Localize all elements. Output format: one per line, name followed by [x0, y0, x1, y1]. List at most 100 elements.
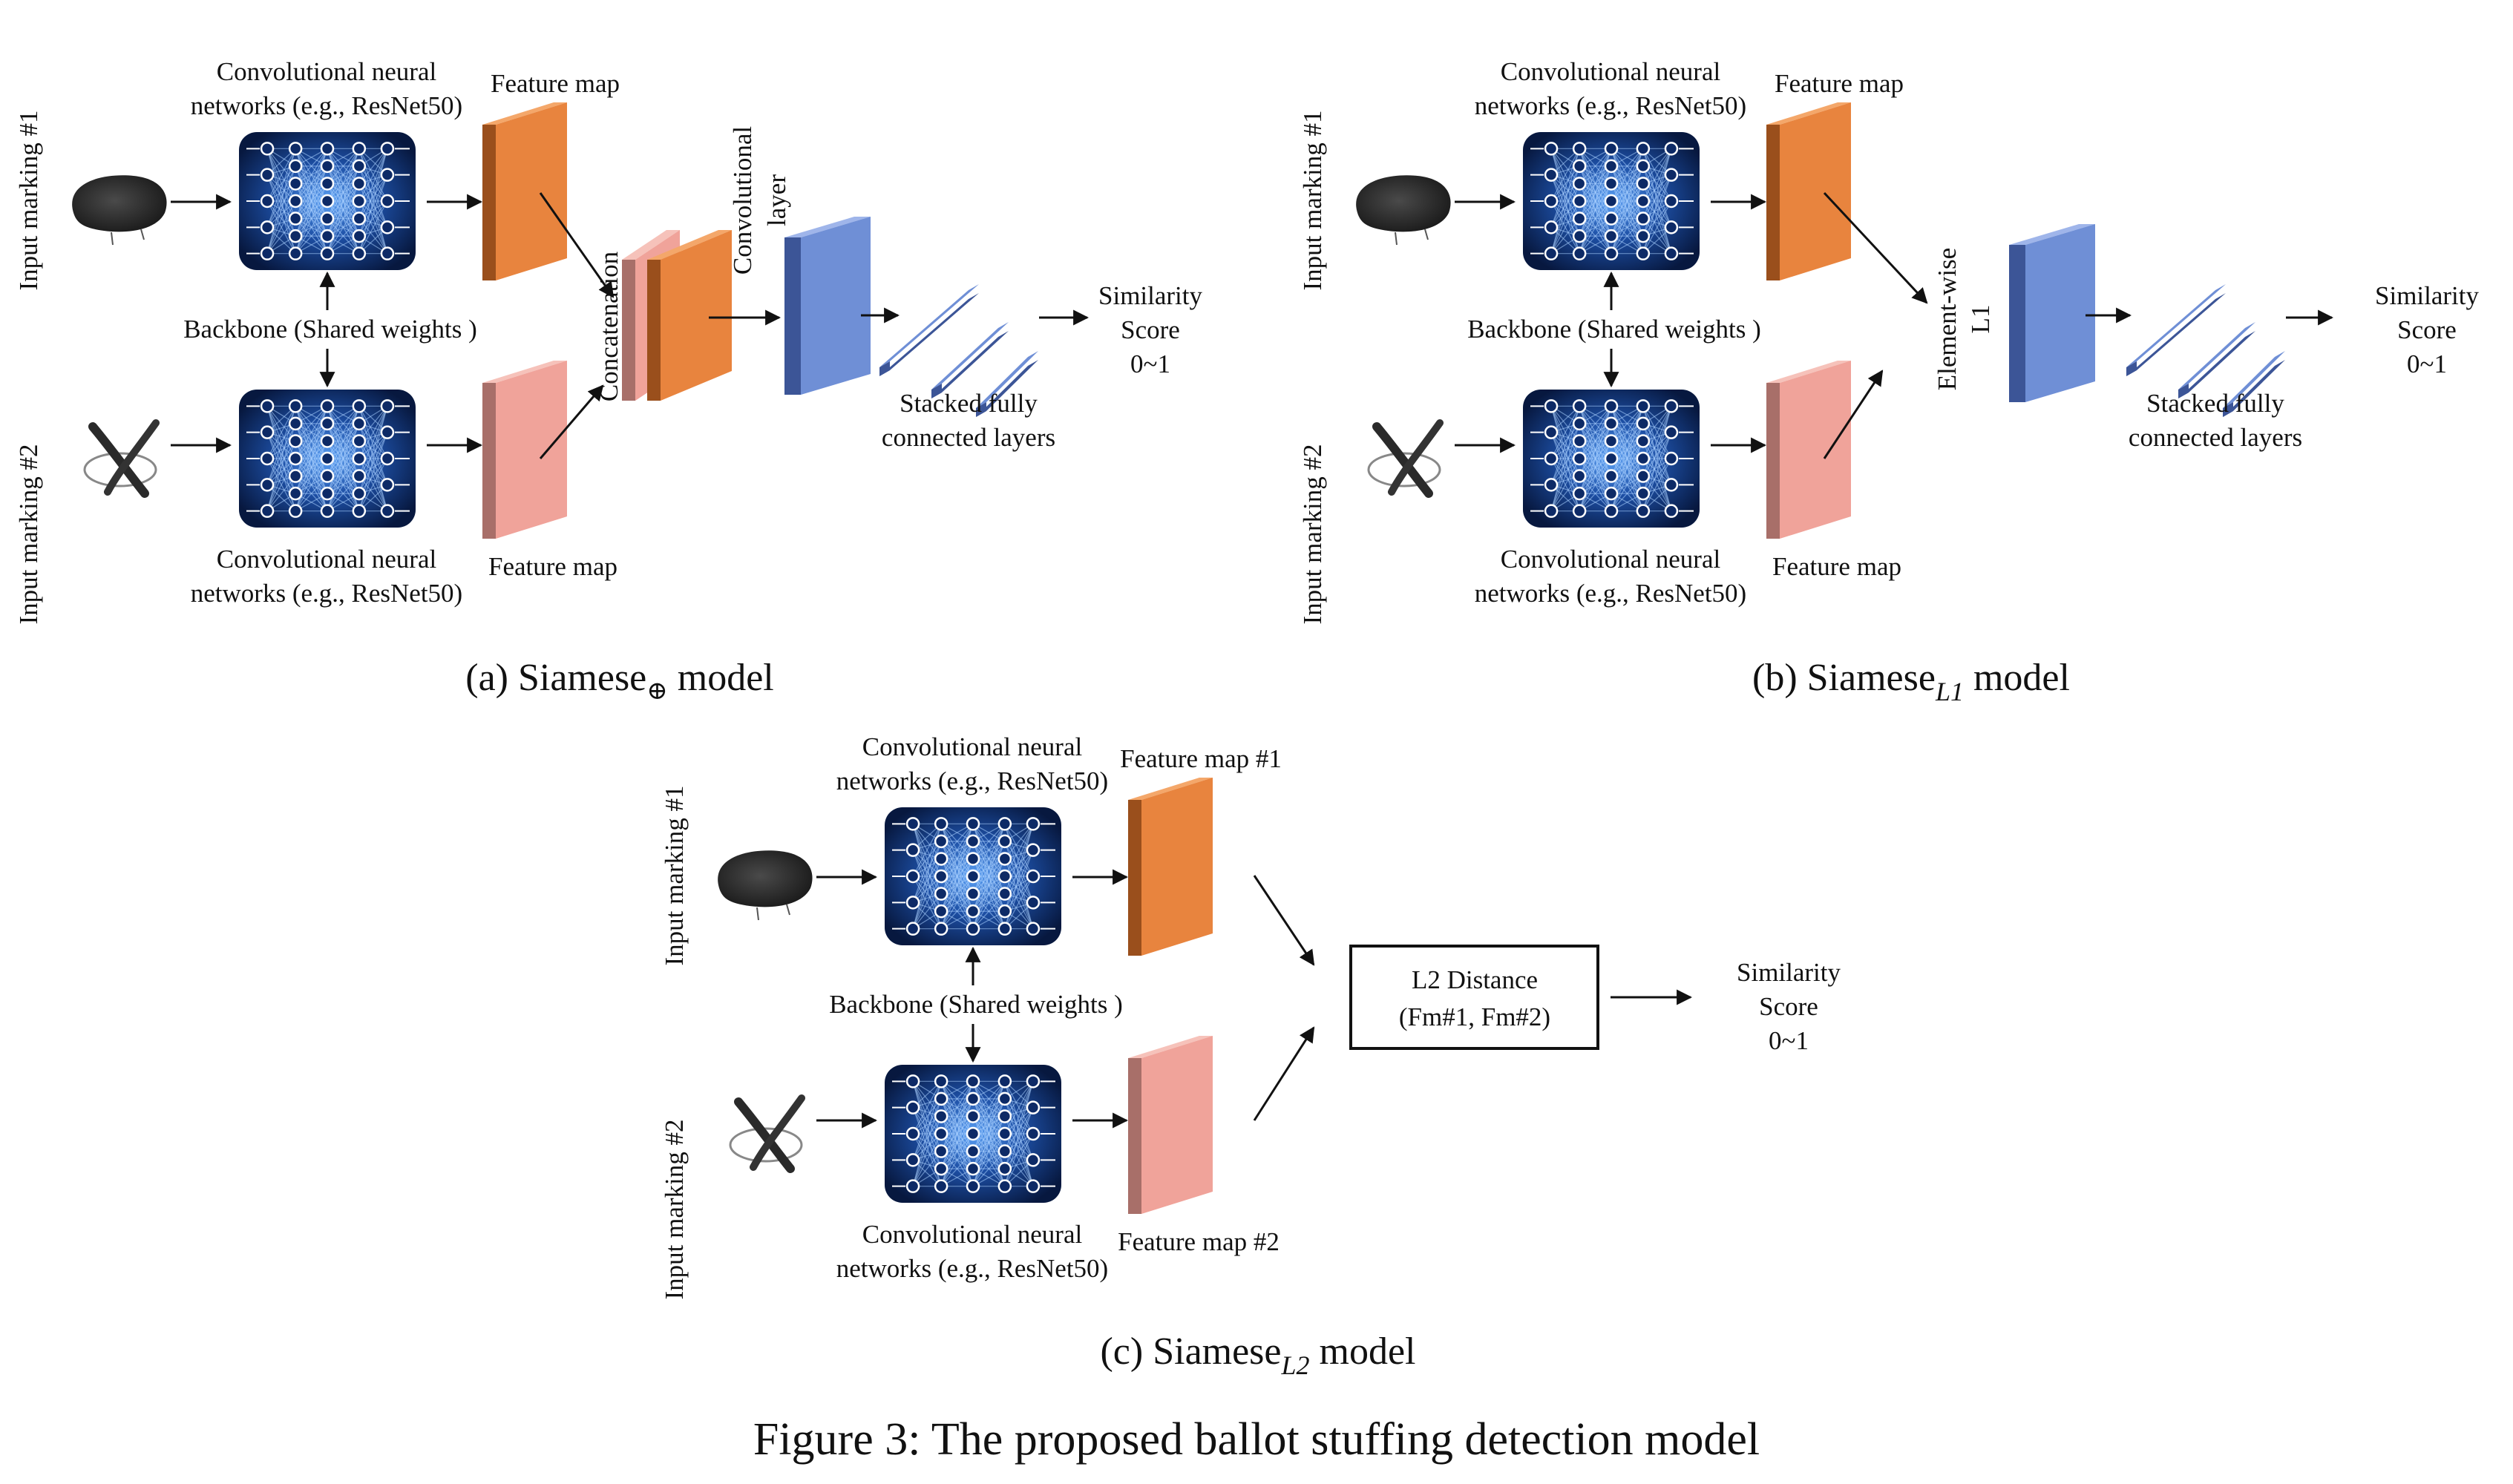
- panel-c-cnn-top-neural-network-icon: [885, 807, 1061, 945]
- panel-c-caption-suffix: model: [1310, 1330, 1416, 1373]
- panel-c-feature-map-bottom-side: [1128, 1058, 1141, 1214]
- panel-c-feature-map-top-side: [1128, 800, 1141, 956]
- panel-a-caption-suffix: model: [668, 657, 774, 699]
- panel-c-input1-oval-blob-icon: [718, 850, 813, 921]
- panel-b-feature-map-top-side: [1766, 125, 1780, 280]
- panel-a-fc-layers-bar-3-end: [976, 402, 986, 417]
- panel-a-feature-map-top-side: [482, 125, 496, 280]
- panel-a-concat-orange-top: [647, 230, 732, 260]
- panel-c-feature-map-top: [1128, 778, 1213, 956]
- panel-c-caption-sub: L2: [1281, 1350, 1310, 1380]
- panel-a-concat-pink-side: [622, 260, 635, 401]
- panel-a-input2-label: Input marking #2: [14, 444, 43, 624]
- panel-a-cnn-bottom-neural-network-icon: [239, 390, 416, 528]
- panel-c-feature-map-top-label: Feature map #1: [1120, 744, 1282, 773]
- panel-b-feature-map-bottom: [1766, 361, 1851, 539]
- panel-a-feature-map-bottom: [482, 361, 567, 539]
- panel-a-feature-map-bottom-label: Feature map: [488, 552, 617, 581]
- panel-a-arrow-fm1-concat: [539, 192, 615, 298]
- panel-c-caption: (c) SiameseL2 model: [1100, 1330, 1415, 1380]
- panel-a-fc-layers-bar-3-side: [976, 360, 1038, 417]
- panel-a-cnn-top-label-line-2: networks (e.g., ResNet50): [191, 91, 462, 120]
- panel-b-fc-layers-bar-2-front: [2178, 322, 2255, 390]
- panel-a-backbone-label: Backbone (Shared weights ): [183, 315, 477, 344]
- panel-a-fc-layers-bar-2-end: [931, 384, 942, 398]
- panel-a-fc-layers-bar-1-front: [879, 284, 979, 367]
- panel-a-output-label-line-3: 0~1: [1130, 349, 1170, 378]
- panel-b-feature-map-top: [1766, 102, 1851, 280]
- panel-c-backbone-label: Backbone (Shared weights ): [829, 990, 1123, 1019]
- panel-a-input2-x-mark-icon: [83, 419, 160, 498]
- panel-b-input1-oval-blob-icon-shape: [1356, 175, 1451, 232]
- panel-a-concat-orange: [647, 230, 732, 401]
- panel-a-output-label-line-2: Score: [1121, 315, 1180, 344]
- panel-b-cnn-bottom-label-line-1: Convolutional neural: [1501, 545, 1721, 574]
- panel-a-conv-layer-label-line-2: layer: [762, 174, 791, 226]
- panel-c-cnn-bottom-label-line-1: Convolutional neural: [862, 1220, 1083, 1249]
- panel-c-output-label-line-2: Score: [1759, 992, 1818, 1021]
- panel-b-fc-layers-bar-1-front: [2126, 284, 2226, 367]
- panel-b-conv-layer-top: [2009, 224, 2095, 245]
- panel-c-feature-map-top-top: [1128, 778, 1213, 800]
- panel-a-conv-layer-top: [784, 217, 871, 237]
- panel-b-feature-map-bottom-top: [1766, 361, 1851, 383]
- panel-a-fc-layers-bar-1-side: [879, 293, 979, 376]
- panel-b-conv-layer-front: [2025, 224, 2095, 402]
- panel-a-fc-layers-bar-3-front: [976, 351, 1038, 408]
- panel-b-output-label-line-3: 0~1: [2407, 349, 2447, 378]
- panel-b-fc-layers-bar-2-side: [2178, 331, 2255, 398]
- panel-b-input1-label: Input marking #1: [1298, 110, 1327, 290]
- panel-c-arrow-fm1-distance: [1253, 875, 1315, 966]
- panel-b-arrow-fm2-elementwise: [1823, 370, 1884, 459]
- panel-b-fc-layers-bar-2-end: [2178, 384, 2189, 398]
- panel-b-fc-label-line-1: Stacked fully: [2146, 389, 2284, 418]
- panel-c-caption-prefix: (c) Siamese: [1100, 1330, 1281, 1373]
- panel-b-fc-layers-bar-3-side: [2223, 360, 2285, 417]
- panel-a-concat-label: Concatenation: [594, 252, 623, 401]
- panel-c-cnn-top-label-line-1: Convolutional neural: [862, 732, 1083, 761]
- panel-b-input1-oval-blob-icon: [1356, 175, 1451, 246]
- panel-a-fc-layers-bar-2-front: [931, 322, 1009, 390]
- panel-a-arrow-fm2-concat: [539, 384, 604, 459]
- panel-b-backbone-label: Backbone (Shared weights ): [1467, 315, 1761, 344]
- panel-b-caption-sub: L1: [1935, 677, 1964, 706]
- panel-a-concat-orange-side: [647, 260, 661, 401]
- panel-c-arrow-fm2-distance: [1253, 1026, 1315, 1121]
- panel-c-cnn-top-label-line-2: networks (e.g., ResNet50): [836, 766, 1108, 795]
- panel-b-feature-map-top-front: [1780, 102, 1851, 280]
- panel-a-caption: (a) Siamese⊕ model: [465, 657, 774, 705]
- panel-b-feature-map-top-top: [1766, 102, 1851, 125]
- panel-b-cnn-top-label-line-1: Convolutional neural: [1501, 57, 1721, 86]
- panel-b-cnn-top-label-line-2: networks (e.g., ResNet50): [1475, 91, 1746, 120]
- panel-a-feature-map-top-front: [496, 102, 567, 280]
- panel-c-feature-map-bottom-top: [1128, 1036, 1213, 1058]
- panel-a-cnn-bottom-label-line-1: Convolutional neural: [217, 545, 437, 574]
- panel-b-cnn-top-neural-network-icon: [1523, 132, 1700, 270]
- panel-c-distance-label-line-1: L2 Distance: [1412, 965, 1538, 994]
- panel-a-feature-map-bottom-top: [482, 361, 567, 383]
- panel-a-fc-layers: [879, 284, 1038, 417]
- panel-b-fc-layers-bar-3-end: [2223, 402, 2233, 417]
- panel-a-cnn-top-neural-network-icon: [239, 132, 416, 270]
- panel-c-distance-label-line-2: (Fm#1, Fm#2): [1399, 1002, 1550, 1031]
- panel-c-cnn-bottom-neural-network-icon: [885, 1065, 1061, 1203]
- panel-c-output-label-line-1: Similarity: [1737, 958, 1841, 987]
- panel-c-input1-label: Input marking #1: [660, 785, 689, 965]
- panel-a-fc-layers-bar-2-side: [931, 331, 1009, 398]
- panel-b-cnn-bottom-neural-network-icon: [1523, 390, 1700, 528]
- panel-a-fc-label-line-2: connected layers: [882, 423, 1055, 452]
- panel-a-output-label-line-1: Similarity: [1098, 281, 1203, 310]
- panel-b-elementwise-label-line-2: L1: [1966, 305, 1995, 334]
- panel-a-feature-map-top-top: [482, 102, 567, 125]
- panel-b-feature-map-bottom-front: [1780, 361, 1851, 539]
- panel-a-cnn-bottom-label-line-2: networks (e.g., ResNet50): [191, 579, 462, 608]
- panel-a-caption-prefix: (a) Siamese: [465, 657, 646, 699]
- panel-b-fc-layers-bar-3-front: [2223, 351, 2285, 408]
- panel-c-cnn-bottom-label-line-2: networks (e.g., ResNet50): [836, 1254, 1108, 1283]
- panel-b-output-label-line-1: Similarity: [2375, 281, 2480, 310]
- panel-a-input1-oval-blob-icon-shape: [72, 175, 167, 232]
